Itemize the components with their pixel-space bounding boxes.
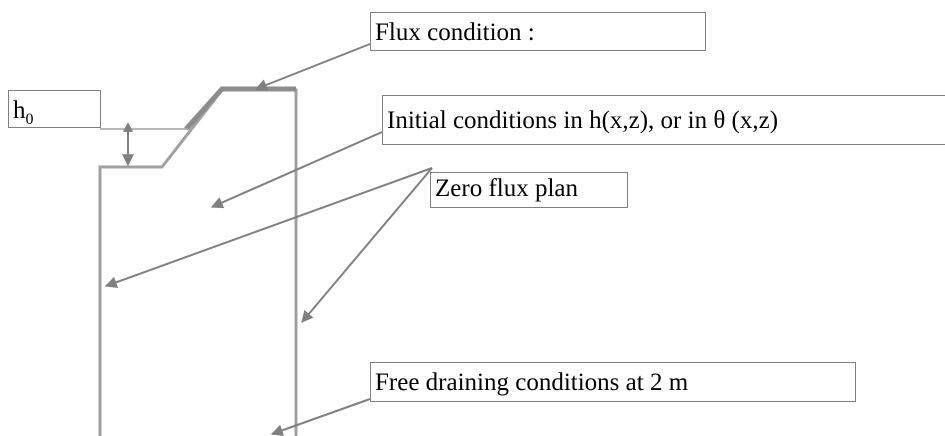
flux-condition-arrow xyxy=(254,43,371,91)
h0-label: h xyxy=(13,97,26,124)
flux-boundary-surface xyxy=(184,86,296,131)
initial-conditions-arrow xyxy=(210,131,383,209)
flux-condition-label: Flux condition : xyxy=(370,12,706,51)
free-draining-arrow xyxy=(270,398,371,436)
zero-flux-plan-label: Zero flux plan xyxy=(430,172,628,208)
domain-left-boundary xyxy=(98,88,298,436)
free-draining-label: Free draining conditions at 2 m xyxy=(370,362,856,402)
zero-flux-left-arrow xyxy=(104,167,433,288)
h0-label-box: h0 xyxy=(8,90,101,128)
h0-subscript: 0 xyxy=(25,111,34,128)
initial-conditions-label: Initial conditions in h(x,z), or in θ (x… xyxy=(382,95,945,145)
zero-flux-right-arrow xyxy=(301,167,433,323)
